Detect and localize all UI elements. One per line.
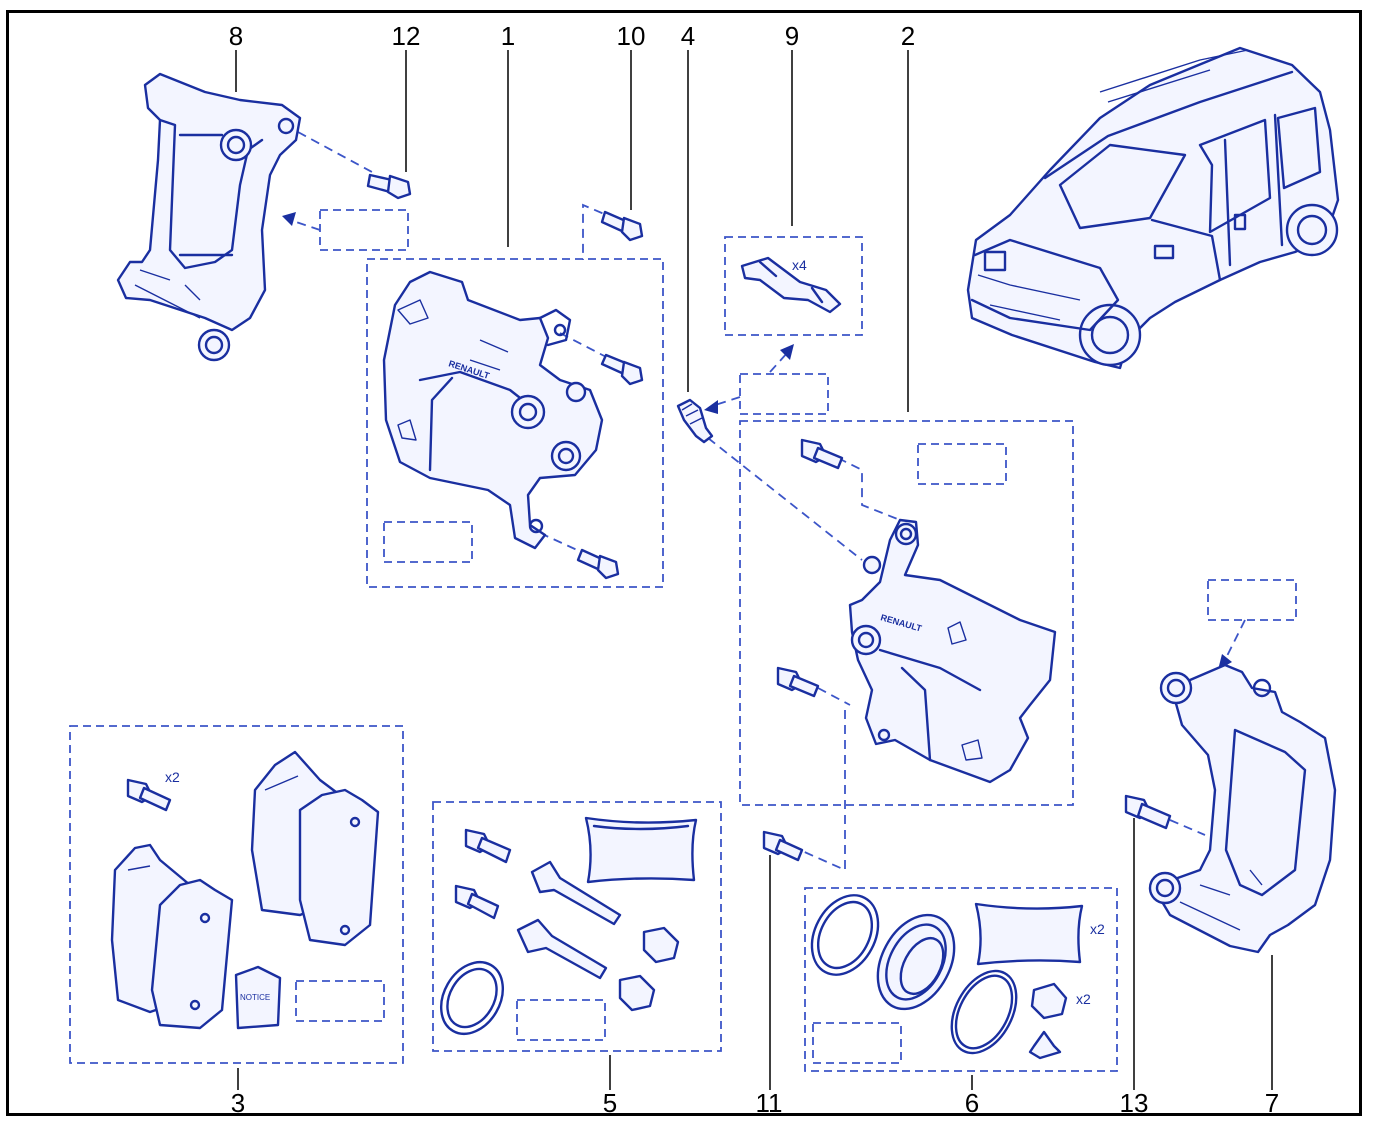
bolt-12 [366,173,412,200]
caliper-carrier-8 [116,72,302,362]
caliper-carrier-7 [1148,663,1337,954]
guide-pin-kit-5 [439,816,698,1035]
callout-1: 1 [501,21,515,51]
callout-8: 8 [229,21,243,51]
piston-seal-kit-6: x2 x2 [810,894,1105,1060]
ref-box-6 [812,1022,902,1064]
group-boxes [69,209,1297,1072]
callouts: 8 12 1 10 4 9 2 3 5 11 6 13 7 [229,21,1279,1118]
assembly-lines [282,131,1246,872]
callout-6: 6 [965,1088,979,1118]
callout-2: 2 [901,21,915,51]
callout-3: 3 [231,1088,245,1118]
qty-bolts: x2 [165,769,180,785]
ref-box-1 [383,521,473,563]
callout-4: 4 [681,21,695,51]
callout-7: 7 [1265,1088,1279,1118]
vehicle-illustration [966,46,1340,370]
bleed-screw-4 [676,398,714,444]
box-part-5 [432,801,722,1052]
callout-13: 13 [1120,1088,1149,1118]
qty-seals: x2 [1090,921,1105,937]
brake-caliper-2: RENAULT [848,518,1057,784]
ref-box-7 [1207,579,1297,621]
callout-5: 5 [603,1088,617,1118]
ref-box-8 [319,209,409,251]
bolts-small [366,173,1172,862]
brake-pads-3: x2 NOTICE [110,750,380,1030]
qty-clips: x4 [792,257,807,273]
ref-box-5 [516,999,606,1041]
ref-box-4 [739,373,829,415]
clips-9: x4 [740,256,842,314]
bolt-10 [600,210,644,242]
ref-box-3 [295,980,385,1022]
callout-12: 12 [392,21,421,51]
diagram-frame [6,10,1362,1116]
box-part-6 [804,887,1118,1072]
box-part-9 [724,236,863,336]
callout-9: 9 [785,21,799,51]
brake-caliper-1: RENAULT [382,270,604,550]
box-part-2 [739,420,1074,806]
callout-11: 11 [756,1088,783,1118]
qty-bushes: x2 [1076,991,1091,1007]
notice-booklet: NOTICE [240,993,270,1002]
box-part-1 [366,258,664,588]
callout-10: 10 [617,21,646,51]
box-part-3 [69,725,404,1064]
ref-box-2 [917,443,1007,485]
